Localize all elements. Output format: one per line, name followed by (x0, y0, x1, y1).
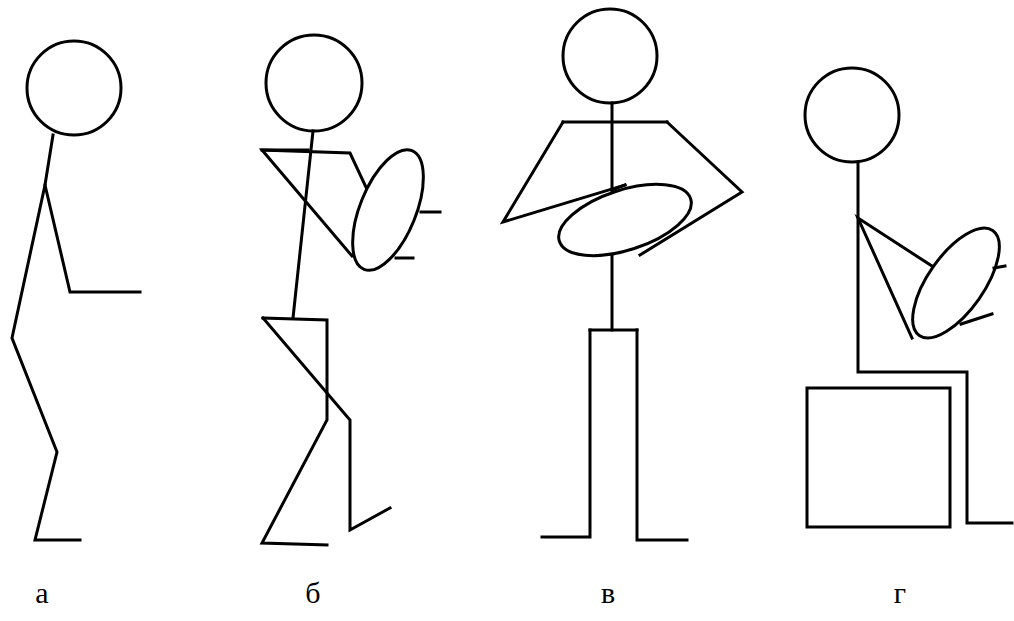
figure-d (805, 68, 1014, 527)
figure-b (262, 35, 440, 545)
figure-letter: в (601, 578, 615, 608)
figure-c (503, 9, 742, 540)
figure-a (12, 41, 140, 540)
figure-letter: б (305, 578, 320, 608)
figure-letter: а (35, 578, 48, 608)
figure-letter: г (894, 578, 906, 608)
